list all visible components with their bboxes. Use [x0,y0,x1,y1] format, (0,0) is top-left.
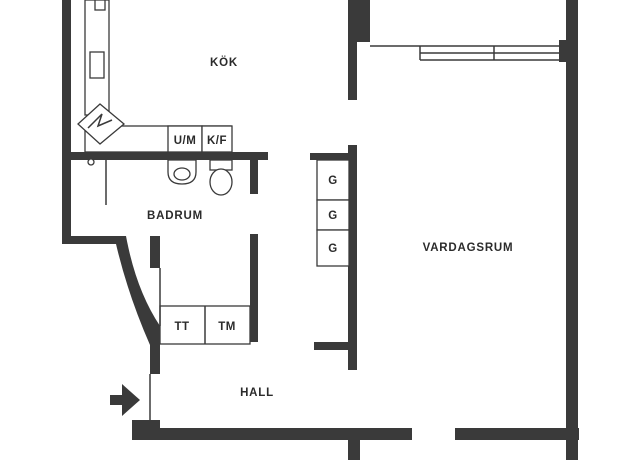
hall-bottom-wall [132,428,412,440]
wardrobe-label-2: G [328,210,337,222]
wardrobe-label-1: G [328,175,337,187]
balcony-window [370,45,566,61]
kitchen-fixtures [77,0,233,153]
fridge-freezer-label: K/F [207,135,227,147]
kitchen-left-wall [62,0,71,158]
hall-left-wall [150,326,160,374]
wardrobe-label-3: G [328,243,337,255]
fridge-box [201,125,233,153]
doors [149,268,161,420]
living-room-label: VARDAGSRUM [423,242,514,254]
shower-head [87,158,95,166]
bath-wall-stub [250,152,258,194]
bath-door-jamb [150,236,160,268]
washer-label: TM [218,321,236,333]
bathroom-right-wall [250,234,258,342]
entrance-jamb [132,420,160,430]
kitchen-sink [89,51,105,79]
arrow-right-icon [110,384,140,416]
toilet-bowl [209,168,233,196]
kitchen-label: KÖK [210,56,238,69]
kitchen-bath-wall [62,152,268,160]
wardrobes [316,159,350,267]
dishwasher-box [167,125,203,153]
wardrobe-column-wall [348,145,357,370]
wardrobe-3 [316,229,350,267]
balcony-jamb [559,40,569,62]
dryer-label: TT [174,321,189,333]
dishwasher-label: U/M [174,135,197,147]
wardrobe-bottom-wall [314,342,354,350]
living-bottom-wall [455,428,579,440]
bathroom-label: BADRUM [147,210,203,222]
bathroom-bottom-wall [62,236,124,244]
hall-label: HALL [240,387,274,399]
curved-wall [116,236,160,345]
walls [62,0,579,460]
counter-item [94,0,106,11]
wardrobe-top-wall [310,153,350,160]
kitchen-living-wall-top [348,0,370,42]
right-exterior-wall [566,0,578,460]
bathroom-left-wall [62,152,71,244]
bathroom-fixtures [87,158,251,345]
washbasin-bowl [173,167,191,181]
lightning-icon [77,103,126,145]
bottom-stub-wall [348,436,360,460]
kitchen-living-wall [348,42,357,100]
